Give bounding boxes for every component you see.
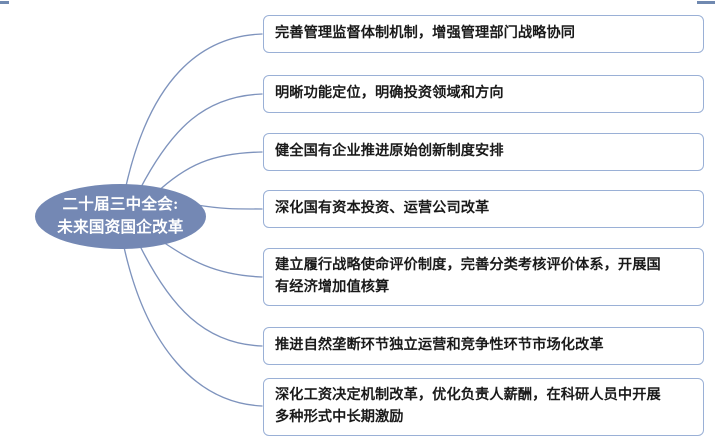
branch-box-4[interactable]: 深化国有资本投资、运营公司改革 xyxy=(263,190,704,228)
branch-4-line-1: 深化国有资本投资、运营公司改革 xyxy=(275,200,490,217)
branch-7-line-1: 深化工资决定机制改革，优化负责人薪酬，在科研人员中开展 xyxy=(275,387,661,404)
branch-text-1: 完善管理监督体制机制，增强管理部门战略协同 xyxy=(275,23,575,45)
top-right-rule xyxy=(697,1,715,4)
top-left-rule xyxy=(0,1,9,4)
branch-text-2: 明晰功能定位，明确投资领域和方向 xyxy=(275,83,504,105)
central-topic-node[interactable]: 二十届三中全会: 未来国资国企改革 xyxy=(35,184,206,249)
branch-5-line-2: 有经济增加值核算 xyxy=(275,279,390,295)
connector-line-6 xyxy=(139,245,263,347)
central-topic-line-1: 二十届三中全会: xyxy=(62,196,179,214)
branch-box-2[interactable]: 明晰功能定位，明确投资领域和方向 xyxy=(263,75,704,113)
branch-box-7[interactable]: 深化工资决定机制改革，优化负责人薪酬，在科研人员中开展 多种形式中长期激励 xyxy=(263,378,704,436)
branch-6-line-1: 推进自然垄断环节独立运营和竞争性环节市场化改革 xyxy=(275,337,604,354)
branch-text-7: 深化工资决定机制改革，优化负责人薪酬，在科研人员中开展 多种形式中长期激励 xyxy=(275,385,661,428)
connector-line-7 xyxy=(123,246,263,407)
branch-2-line-1: 明晰功能定位，明确投资领域和方向 xyxy=(275,85,504,102)
branch-box-5[interactable]: 建立履行战略使命评价制度，完善分类考核评价体系，开展国 有经济增加值核算 xyxy=(263,248,704,306)
branch-box-6[interactable]: 推进自然垄断环节独立运营和竞争性环节市场化改革 xyxy=(263,327,704,365)
connector-line-3 xyxy=(154,151,263,195)
connector-line-4 xyxy=(196,204,263,210)
branch-text-3: 健全国有企业推进原始创新制度安排 xyxy=(275,141,504,163)
connector-line-2 xyxy=(139,93,263,190)
branch-7-line-2: 多种形式中长期激励 xyxy=(275,409,404,425)
branch-box-1[interactable]: 完善管理监督体制机制，增强管理部门战略协同 xyxy=(263,15,704,53)
connector-line-5 xyxy=(159,239,263,278)
branch-5-line-1: 建立履行战略使命评价制度，完善分类考核评价体系，开展国 xyxy=(275,257,661,274)
branch-1-line-1: 完善管理监督体制机制，增强管理部门战略协同 xyxy=(275,25,576,42)
branch-box-3[interactable]: 健全国有企业推进原始创新制度安排 xyxy=(263,133,704,171)
central-topic-line-2: 未来国资国企改革 xyxy=(57,218,184,236)
branch-3-line-1: 健全国有企业推进原始创新制度安排 xyxy=(275,143,504,160)
branch-text-4: 深化国有资本投资、运营公司改革 xyxy=(275,198,489,220)
connector-line-1 xyxy=(125,33,263,187)
branch-text-5: 建立履行战略使命评价制度，完善分类考核评价体系，开展国 有经济增加值核算 xyxy=(275,255,661,298)
branch-text-6: 推进自然垄断环节独立运营和竞争性环节市场化改革 xyxy=(275,335,604,357)
